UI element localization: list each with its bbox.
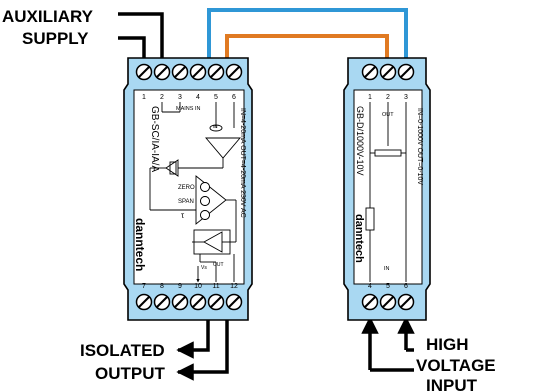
- terminal-number-12: 12: [230, 283, 238, 290]
- isolated-output-label-line1: ISOLATED: [80, 341, 165, 360]
- span-label: SPAN: [178, 199, 194, 205]
- terminal-screw-r6[interactable]: [397, 293, 415, 311]
- terminal-screw-11[interactable]: [207, 293, 225, 311]
- terminal-number-r2: 2: [386, 94, 390, 101]
- terminal-number-9: 9: [178, 283, 182, 290]
- mains-in-label: MAINS IN: [176, 106, 200, 112]
- terminal-screw-r5[interactable]: [379, 293, 397, 311]
- tau-potentiometer[interactable]: [200, 210, 210, 220]
- in-label-right: IN: [384, 266, 390, 272]
- out-label-right: OUT: [382, 112, 394, 118]
- terminal-number-r4: 4: [368, 283, 372, 290]
- isolated-output-label-line2: OUTPUT: [95, 364, 166, 383]
- terminal-number-11: 11: [212, 283, 219, 290]
- terminal-number-1: 1: [142, 94, 146, 101]
- zero-label: ZERO: [178, 185, 195, 191]
- module-left-top-terminals: [135, 63, 243, 81]
- module-right-model: GB-D/1000V-10V: [355, 106, 365, 176]
- terminal-screw-6[interactable]: [225, 63, 243, 81]
- high-voltage-input-label-line3: INPUT: [426, 376, 478, 392]
- terminal-number-8: 8: [160, 283, 164, 290]
- signal-converter-module: 1 2 3 4 5 6: [123, 57, 253, 321]
- terminal-number-10: 10: [194, 283, 202, 290]
- auxiliary-supply-label-line1: AUXILIARY: [2, 7, 94, 26]
- terminal-number-r5: 5: [386, 283, 390, 290]
- module-right-schematic: [365, 102, 407, 282]
- terminal-screw-7[interactable]: [135, 293, 153, 311]
- blue-signal-wire: [207, 8, 408, 60]
- in-label-left: IN: [213, 124, 218, 129]
- terminal-screw-8[interactable]: [153, 293, 171, 311]
- terminal-screw-9[interactable]: [171, 293, 189, 311]
- terminal-number-6: 6: [232, 94, 236, 101]
- vs-label: Vs: [201, 265, 207, 271]
- terminal-screw-5[interactable]: [207, 63, 225, 81]
- tau-label: τ: [181, 211, 185, 220]
- module-right-top-terminals: [361, 63, 415, 81]
- module-right-bottom-terminals: [361, 293, 415, 311]
- module-left-model: GB-SC/IA-IA/A: [149, 106, 160, 172]
- terminal-screw-r2[interactable]: [379, 63, 397, 81]
- voltage-divider-module: 1 2 3 OUT IN GB-D/1000V-10V IN=0-1000V O…: [343, 57, 431, 321]
- auxiliary-supply-wires: [118, 12, 164, 60]
- terminal-number-r3: 3: [404, 94, 408, 101]
- terminal-number-2: 2: [160, 94, 164, 101]
- module-left-bottom-terminals: [135, 293, 243, 311]
- orange-signal-wire: [225, 34, 389, 60]
- isolated-output-wires: [176, 318, 229, 381]
- terminal-screw-r3[interactable]: [397, 63, 415, 81]
- terminal-number-5: 5: [214, 94, 218, 101]
- terminal-screw-r4[interactable]: [361, 293, 379, 311]
- terminal-screw-12[interactable]: [225, 293, 243, 311]
- module-right-brand-logo: danntech: [353, 214, 365, 263]
- auxiliary-supply-label-line2: SUPPLY: [22, 29, 89, 48]
- module-left-spec: IN=4-20mA OUT=4-20mA 230V AC: [239, 108, 246, 218]
- terminal-screw-1[interactable]: [135, 63, 153, 81]
- terminal-number-r1: 1: [368, 94, 372, 101]
- terminal-screw-r1[interactable]: [361, 63, 379, 81]
- out-label-left: OUT: [213, 262, 224, 268]
- zero-potentiometer[interactable]: [200, 182, 210, 192]
- terminal-screw-2[interactable]: [153, 63, 171, 81]
- terminal-number-r6: 6: [404, 283, 408, 290]
- terminal-screw-10[interactable]: [189, 293, 207, 311]
- module-left-brand-logo: danntech: [133, 218, 147, 271]
- module-right-spec: IN=0-1000V OUT=0-10V: [416, 108, 423, 185]
- terminal-screw-3[interactable]: [171, 63, 189, 81]
- span-potentiometer[interactable]: [200, 196, 210, 206]
- terminal-number-4: 4: [196, 94, 200, 101]
- high-voltage-input-label-line1: HIGH: [426, 335, 469, 354]
- high-voltage-input-label-line2: VOLTAGE: [416, 356, 496, 375]
- high-voltage-input-wires: [361, 316, 415, 372]
- terminal-number-3: 3: [178, 94, 182, 101]
- terminal-number-7: 7: [142, 283, 146, 290]
- module-left-label-panel: [133, 89, 245, 285]
- terminal-screw-4[interactable]: [189, 63, 207, 81]
